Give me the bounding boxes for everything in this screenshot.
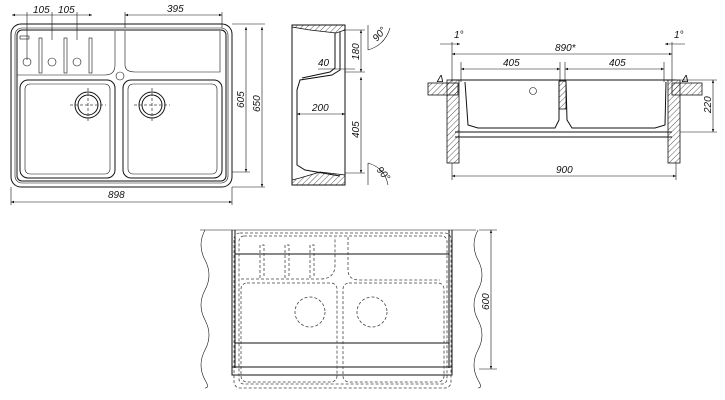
bottom-view: 600 <box>200 229 497 389</box>
dim-cabinet: 900 <box>556 165 573 176</box>
side-section: 180 405 40 200 90° 90° <box>291 24 392 186</box>
right-bowl <box>122 79 223 179</box>
knife-slots <box>38 37 93 74</box>
dim-cutout: 890* <box>555 43 577 54</box>
dim-step: 40 <box>318 58 330 69</box>
dim-height: 220 <box>703 96 714 114</box>
left-bowl <box>19 79 116 179</box>
dim-tool-2: 105 <box>58 5 75 16</box>
angle-bottom: 90° <box>374 165 392 184</box>
front-section: 1° 1° 890* 405 405 Δ Δ 220 900 <box>427 30 717 180</box>
dim-depth: 600 <box>481 293 492 310</box>
dim-total-depth: 650 <box>252 95 263 112</box>
angle-top: 90° <box>371 25 389 44</box>
delta-left: Δ <box>436 74 444 85</box>
delta-right: Δ <box>681 74 689 85</box>
angle-right: 1° <box>674 30 684 41</box>
dim-bowl-left: 405 <box>503 58 520 69</box>
dim-tool-1: 105 <box>33 5 50 16</box>
top-view: 105 105 395 605 650 898 <box>10 4 265 205</box>
dim-bowl-height: 405 <box>351 121 362 138</box>
angle-left: 1° <box>454 30 464 41</box>
dim-bowl-depth: 605 <box>236 91 247 108</box>
dim-total-width: 898 <box>108 190 125 201</box>
dim-upper: 180 <box>351 43 362 60</box>
dim-drainer-width: 395 <box>167 4 184 15</box>
dim-bowl-depth: 200 <box>311 103 329 114</box>
dim-bowl-right: 405 <box>609 58 626 69</box>
